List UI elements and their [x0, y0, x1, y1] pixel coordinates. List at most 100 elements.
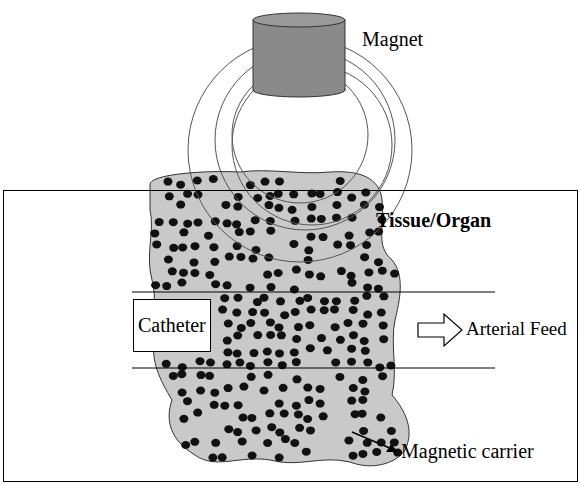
carrier-dot [247, 414, 256, 422]
carrier-dot [206, 359, 215, 367]
carrier-dot [306, 426, 315, 434]
carrier-dot [295, 424, 304, 432]
carrier-dot [279, 384, 288, 392]
carrier-dot [238, 437, 247, 445]
carrier-dot [266, 227, 275, 235]
carrier-dot [211, 217, 220, 225]
carrier-dot [194, 218, 203, 226]
carrier-dot [291, 308, 300, 316]
leader-line [352, 432, 392, 449]
carrier-dot [276, 297, 285, 305]
carrier-dot [364, 268, 373, 276]
carrier-dot [337, 267, 346, 275]
carrier-dot [225, 253, 234, 261]
magnet-fill [254, 21, 344, 89]
carrier-dot [307, 215, 316, 223]
carrier-dot [190, 438, 199, 446]
carrier-dot [211, 280, 220, 288]
carrier-dot [335, 373, 344, 381]
carrier-dot [349, 384, 358, 392]
carrier-dot [360, 337, 369, 345]
carrier-dot [303, 384, 312, 392]
carrier-dot [292, 335, 301, 343]
carrier-dot [292, 358, 301, 366]
carrier-dot [267, 423, 276, 431]
carrier-dot [374, 258, 383, 266]
carrier-dot [316, 400, 325, 408]
carrier-dot [347, 272, 356, 280]
carrier-dot [233, 242, 242, 250]
carrier-dot [319, 412, 328, 420]
carrier-dot [196, 387, 205, 395]
carrier-dot [360, 253, 369, 261]
carrier-dot [169, 244, 178, 252]
carrier-dot [331, 323, 340, 331]
carrier-dot [178, 363, 187, 371]
carrier-dot [210, 389, 219, 397]
carrier-dot [363, 358, 372, 366]
carrier-dot [292, 402, 301, 410]
carrier-dot [264, 371, 273, 379]
carrier-dot [235, 359, 244, 367]
carrier-dot [305, 270, 314, 278]
carrier-dot [263, 439, 272, 447]
carrier-dot [232, 309, 241, 317]
carrier-dot [176, 181, 185, 189]
carrier-dot [236, 253, 245, 261]
carrier-dot [224, 384, 233, 392]
carrier-dot [224, 320, 233, 328]
carrier-dot [349, 331, 358, 339]
carrier-dot [265, 201, 274, 209]
carrier-dot [323, 346, 332, 354]
carrier-dot [260, 309, 269, 317]
carrier-dot [263, 348, 272, 356]
carrier-dot [218, 306, 227, 314]
carrier-dot [358, 450, 367, 458]
carrier-dot [204, 232, 213, 240]
carrier-dot [379, 335, 388, 343]
carrier-dot [179, 415, 188, 423]
carrier-dot [190, 269, 199, 277]
carrier-dot [209, 175, 218, 183]
carrier-dot [347, 358, 356, 366]
carrier-dot [151, 281, 160, 289]
magnet-label: Magnet [362, 28, 423, 51]
carrier-dot [333, 241, 342, 249]
carrier-dot [317, 334, 326, 342]
carrier-dot [177, 370, 186, 378]
carrier-dot [302, 448, 311, 456]
carrier-dot [294, 323, 303, 331]
carrier-dot [233, 350, 242, 358]
carrier-dot [320, 306, 329, 314]
carrier-dot [359, 320, 368, 328]
carrier-dot [362, 292, 371, 300]
carrier-dot [361, 347, 370, 355]
carrier-dot [347, 345, 356, 353]
carrier-dot [261, 178, 270, 186]
carrier-dot [274, 190, 283, 198]
carrier-dot [250, 349, 259, 357]
carrier-dot [289, 190, 298, 198]
carrier-dot [266, 318, 275, 326]
carrier-dot [211, 439, 220, 447]
carrier-dot [223, 281, 232, 289]
carrier-dot [345, 232, 354, 240]
carrier-dot [274, 204, 283, 212]
carrier-dot [260, 294, 269, 302]
carrier-dot [179, 269, 188, 277]
carrier-dot [248, 308, 257, 316]
magnet-body [253, 20, 345, 90]
carrier-dot [275, 349, 284, 357]
carrier-dot [246, 319, 255, 327]
carrier-dot [275, 428, 284, 436]
flow-arrow [418, 314, 462, 346]
carrier-dot [358, 410, 367, 418]
carrier-dot [205, 271, 214, 279]
carrier-dot [305, 321, 314, 329]
carrier-dot [218, 453, 227, 461]
carrier-dot [281, 435, 290, 443]
carrier-label: Magnetic carrier [401, 440, 534, 463]
carrier-dot [293, 375, 302, 383]
carrier-dot [349, 306, 358, 314]
